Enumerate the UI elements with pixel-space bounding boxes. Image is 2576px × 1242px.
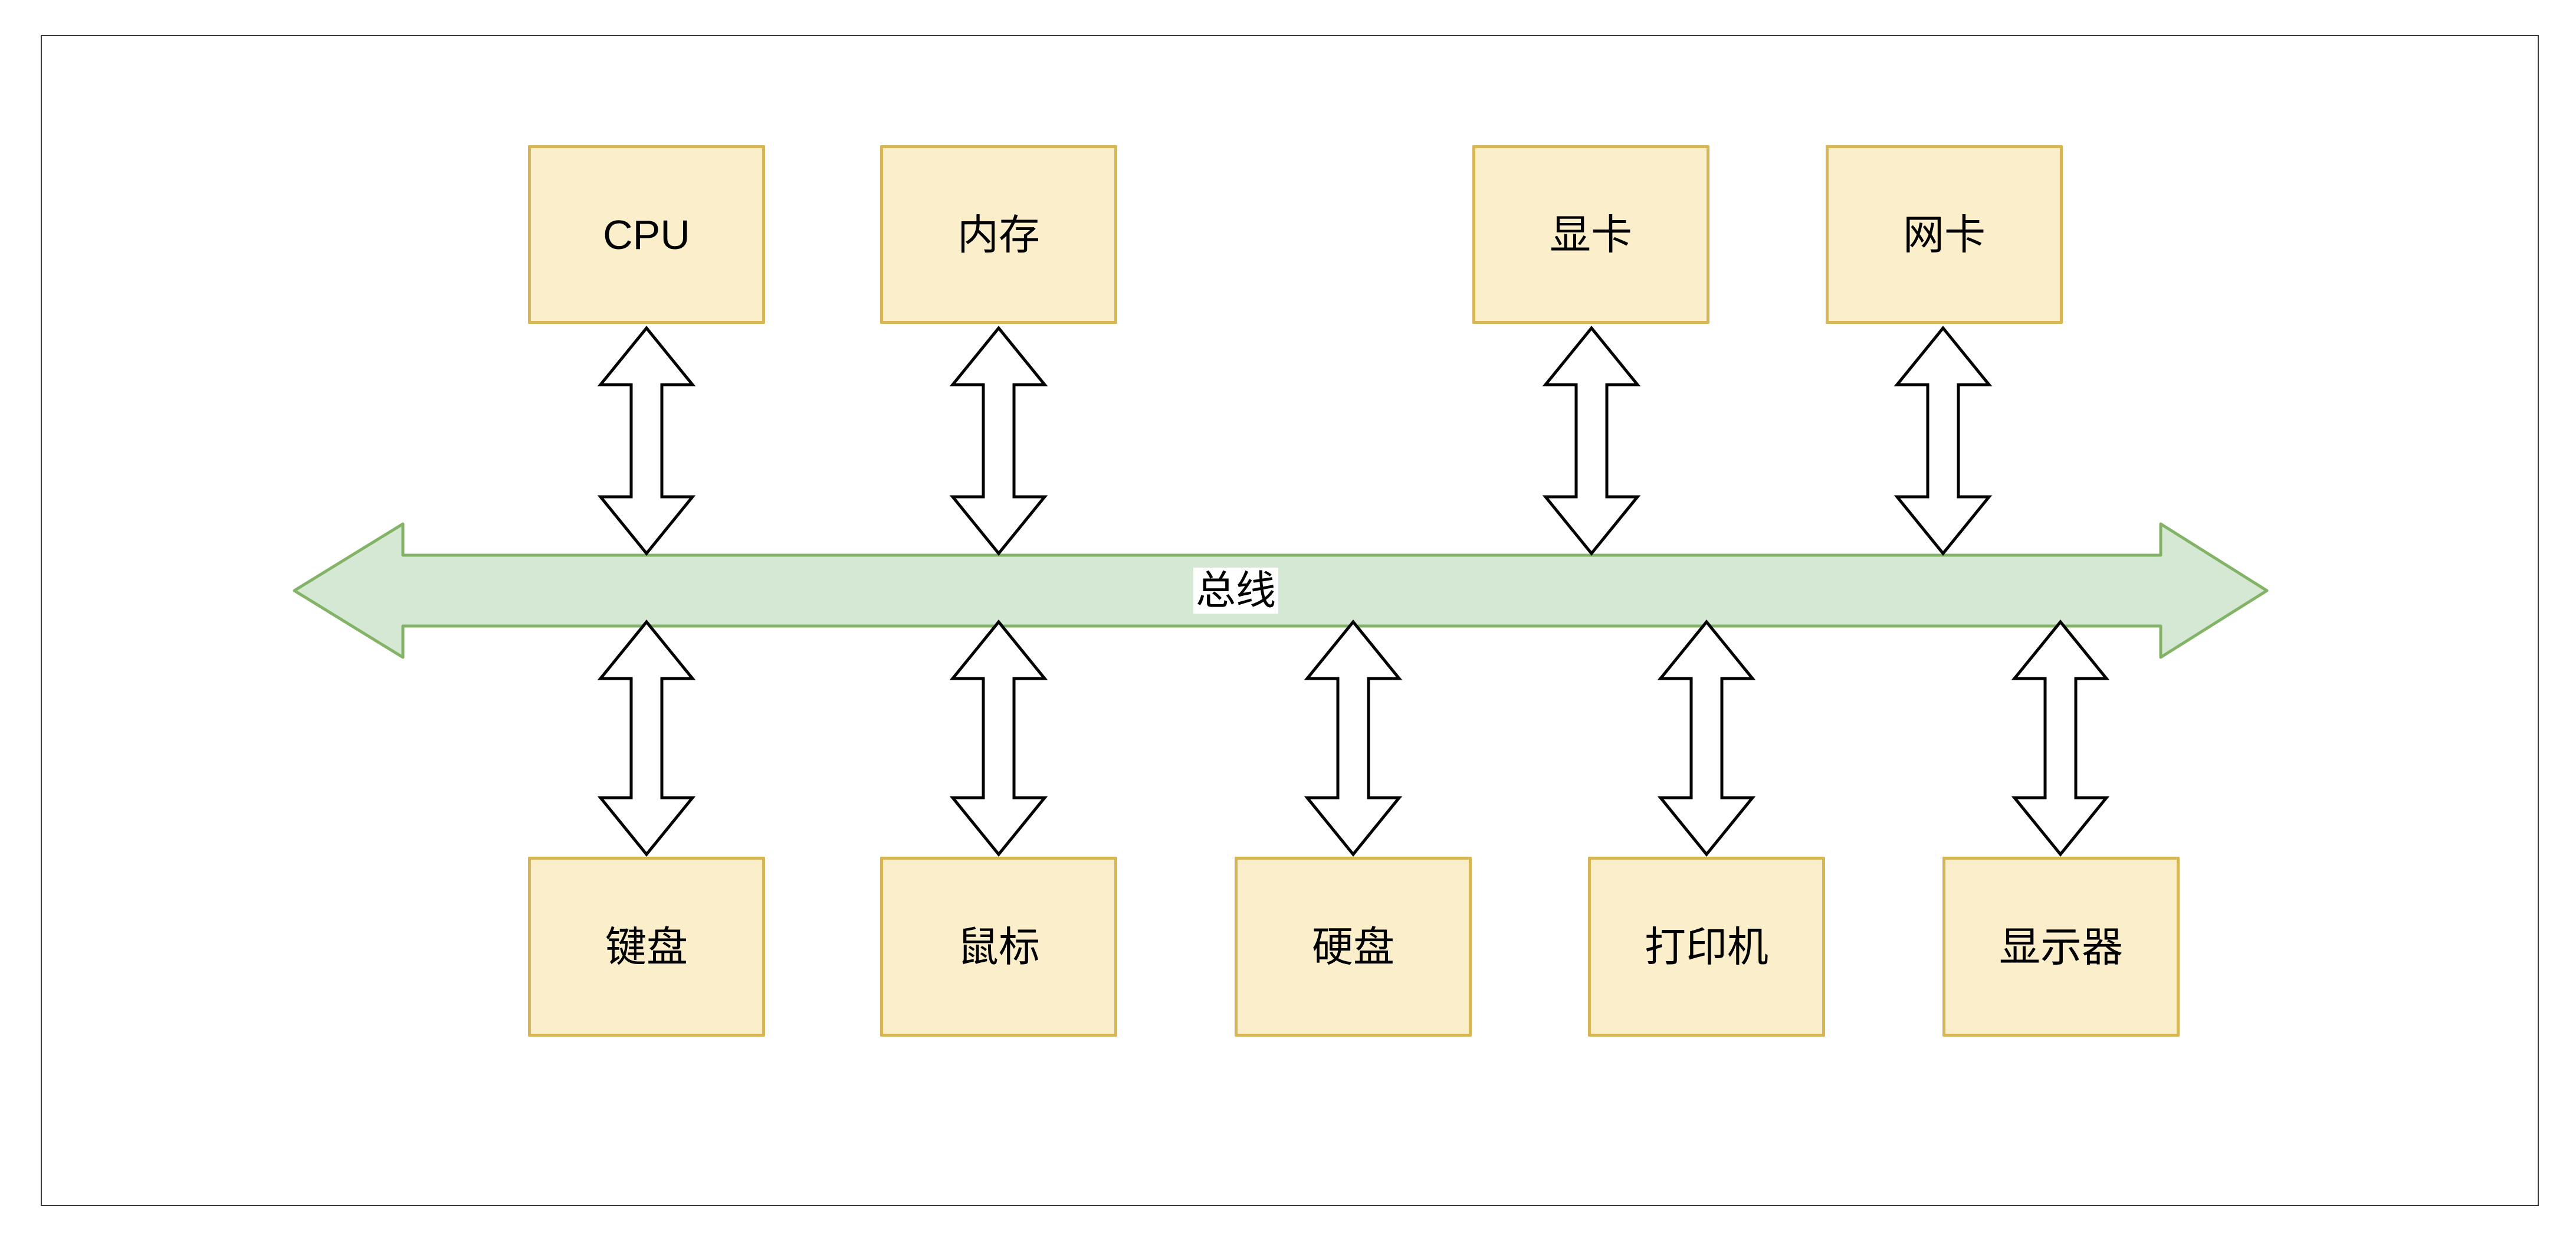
node-label: 键盘 [605,923,688,970]
connector-keyboard-bus [597,620,696,857]
bus-arrow-shape [293,522,2269,659]
node-hard-disk: 硬盘 [1235,857,1472,1037]
node-label: 内存 [957,211,1040,258]
connector-hard-disk-bus [1304,620,1403,857]
node-label: CPU [603,211,690,258]
node-memory: 内存 [880,145,1117,324]
node-label: 网卡 [1903,211,1986,258]
node-label: 显卡 [1550,211,1632,258]
connector-graphics-card-bus [1542,326,1641,556]
node-printer: 打印机 [1588,857,1825,1037]
node-monitor: 显示器 [1942,857,2180,1037]
canvas-frame-border [41,35,2539,1206]
node-mouse: 鼠标 [880,857,1117,1037]
node-label: 显示器 [1999,923,2123,970]
connector-memory-bus [949,326,1048,556]
connector-cpu-bus [597,326,696,556]
node-label: 鼠标 [957,923,1040,970]
node-label: 打印机 [1645,923,1768,970]
connector-printer-bus [1657,620,1756,857]
connector-mouse-bus [949,620,1048,857]
connector-network-card-bus [1894,326,1993,556]
bus-label: 总线 [1193,568,1279,614]
connector-monitor-bus [2011,620,2110,857]
node-cpu: CPU [528,145,765,324]
node-graphics-card: 显卡 [1472,145,1709,324]
node-keyboard: 键盘 [528,857,765,1037]
node-network-card: 网卡 [1826,145,2063,324]
node-label: 硬盘 [1312,923,1394,970]
